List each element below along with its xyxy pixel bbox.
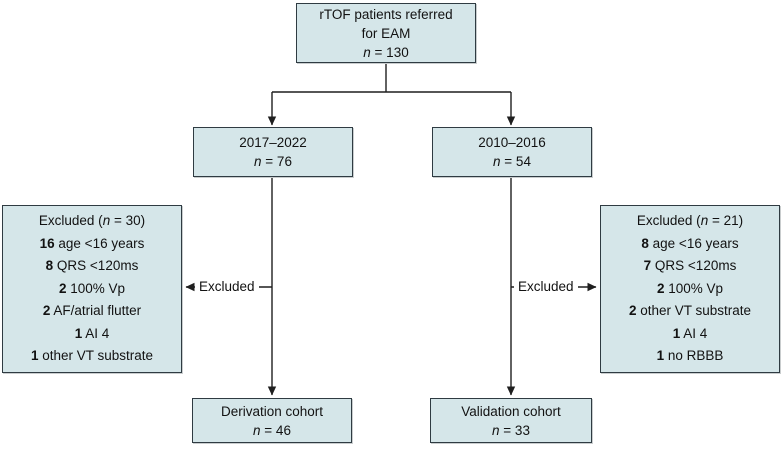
box-2017-2022: 2017–2022 n = 76 [193, 127, 353, 177]
exclusion-item: 1 other VT substrate [30, 348, 154, 364]
split-line [272, 64, 511, 93]
box-excluded-derivation: Excluded (n = 30) 16 age <16 years 8 QRS… [2, 205, 182, 373]
box-text-line: Validation cohort [461, 403, 561, 419]
exclusion-item: 2 AF/atrial flutter [42, 303, 142, 319]
box-validation-cohort: Validation cohort n = 33 [430, 398, 592, 443]
box-2010-2016: 2010–2016 n = 54 [432, 127, 592, 177]
excluded-label-left: Excluded [195, 278, 259, 295]
exclusion-item: 1 no RBBB [656, 348, 724, 364]
box-text-line: Derivation cohort [220, 403, 324, 419]
box-rtof-referred: rTOF patients referred for EAM n = 130 [296, 3, 476, 63]
box-derivation-cohort: Derivation cohort n = 46 [192, 398, 352, 443]
box-n-line: n = 33 [492, 422, 530, 438]
exclusion-item: 2 other VT substrate [628, 303, 752, 319]
exclusion-item: 2 100% Vp [656, 280, 724, 296]
excluded-label-right: Excluded [514, 278, 578, 295]
exclusion-item: 2 100% Vp [58, 280, 126, 296]
exclusion-item: 7 QRS <120ms [643, 258, 737, 274]
box-text-line: 2017–2022 [239, 135, 307, 150]
box-text-line: rTOF patients referred [319, 6, 453, 22]
exclusion-header: Excluded (n = 30) [38, 213, 146, 229]
exclusion-item: 16 age <16 years [39, 235, 145, 251]
box-n-line: n = 130 [363, 44, 409, 60]
box-text-line: for EAM [361, 25, 411, 41]
box-n-line: n = 76 [254, 154, 292, 169]
exclusion-item: 1 AI 4 [74, 325, 110, 341]
box-excluded-validation: Excluded (n = 21) 8 age <16 years 7 QRS … [600, 205, 780, 373]
box-n-line: n = 54 [493, 154, 531, 169]
box-text-line: 2010–2016 [478, 135, 546, 150]
box-n-line: n = 46 [253, 422, 291, 438]
exclusion-item: 8 QRS <120ms [45, 258, 139, 274]
exclusion-header: Excluded (n = 21) [636, 213, 744, 229]
exclusion-item: 8 age <16 years [641, 235, 739, 251]
exclusion-item: 1 AI 4 [672, 325, 708, 341]
